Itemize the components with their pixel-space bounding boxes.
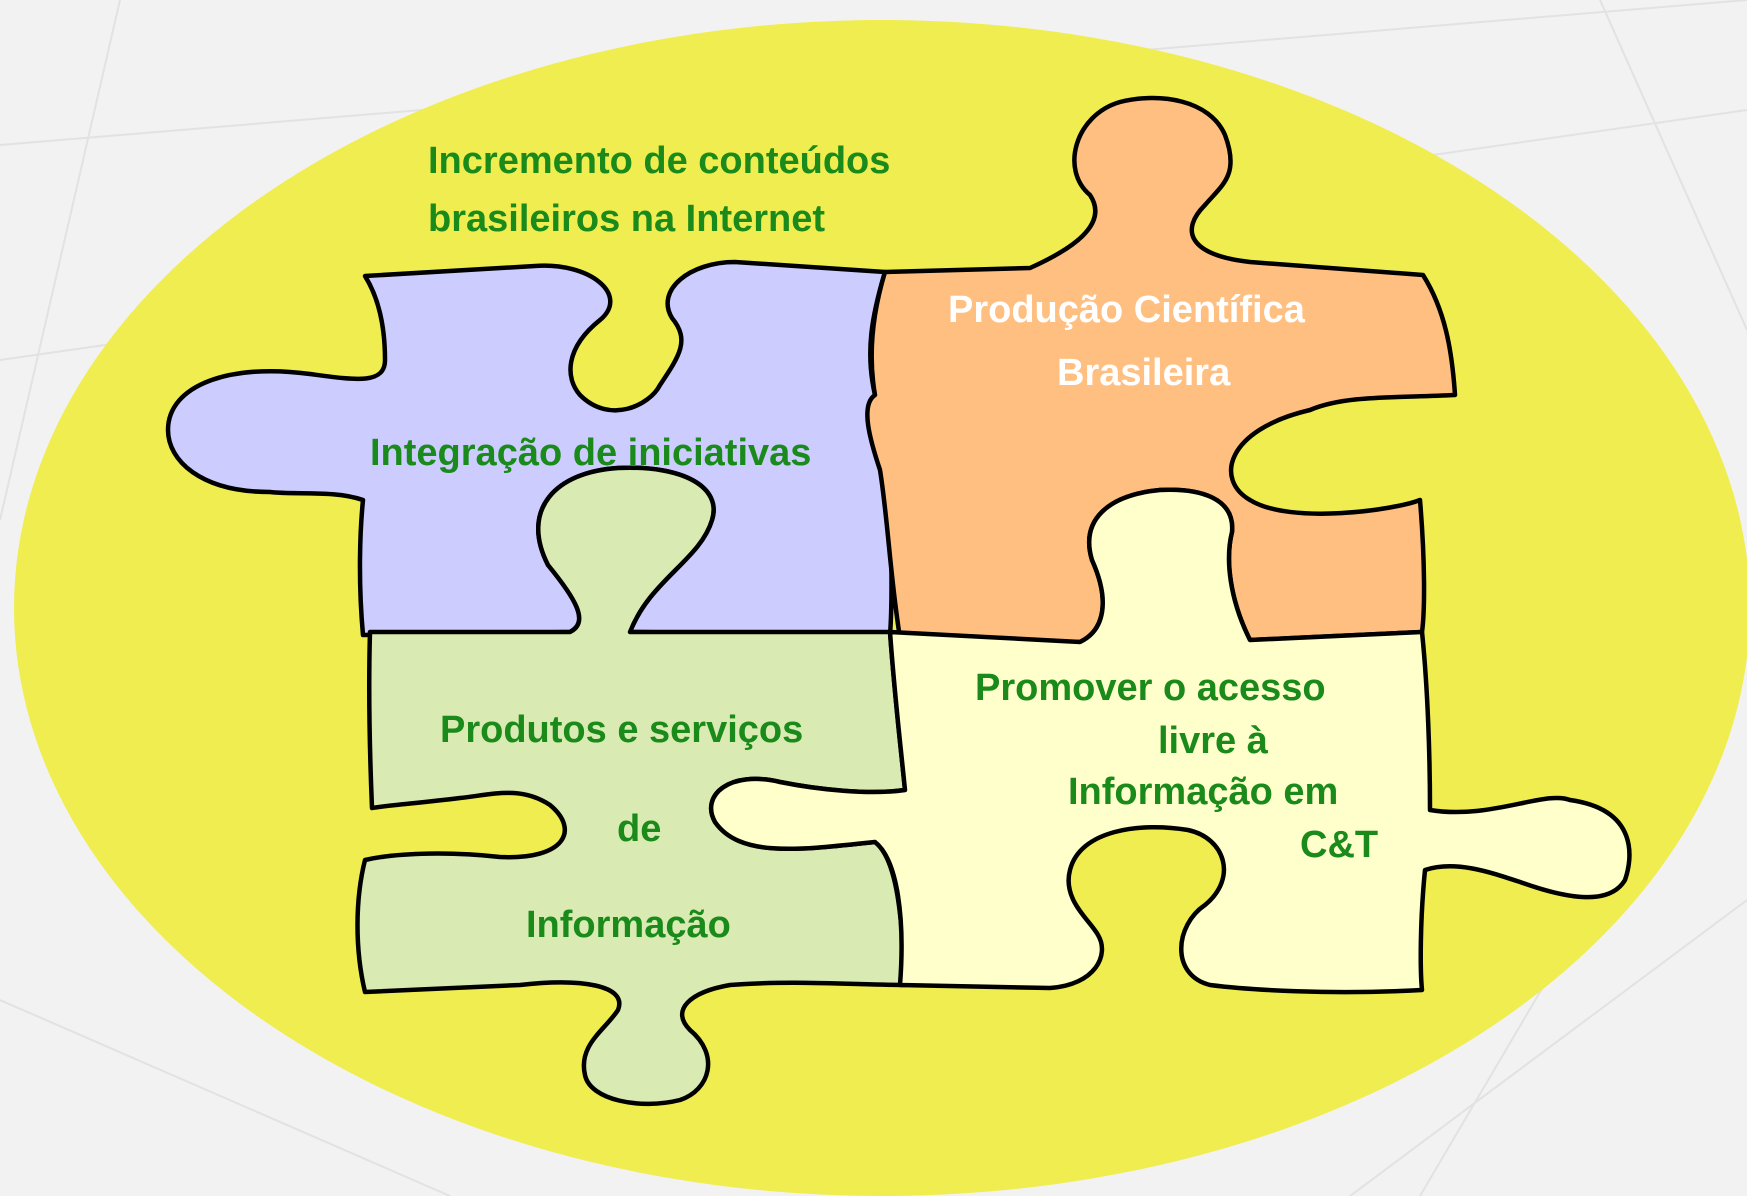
bg-line [0, 999, 451, 1196]
bg-line [0, 0, 121, 521]
label-integracao: Integração de iniciativas [370, 432, 812, 474]
bg-line [1599, 0, 1747, 331]
label-promover-line-3: Informação em [1068, 771, 1339, 813]
puzzle-piece-producao [865, 95, 1458, 645]
label-promover-line-4: C&T [1300, 824, 1379, 866]
label-produtos-line-3: Informação [526, 904, 731, 946]
label-promover-line-2: livre à [1158, 720, 1268, 762]
headline-line-1: Incremento de conteúdos [428, 140, 891, 182]
headline-line-2: brasileiros na Internet [428, 198, 826, 240]
label-produtos-line-1: Produtos e serviços [440, 709, 804, 751]
label-producao-line-2: Brasileira [1057, 352, 1231, 394]
puzzle-piece-promover [708, 487, 1632, 995]
label-promover-line-1: Promover o acesso [975, 667, 1326, 709]
puzzle-piece-produtos [355, 465, 908, 1107]
bg-line [1349, 899, 1747, 1196]
label-producao-line-1: Produção Científica [948, 289, 1305, 331]
label-produtos-line-2: de [617, 808, 662, 850]
